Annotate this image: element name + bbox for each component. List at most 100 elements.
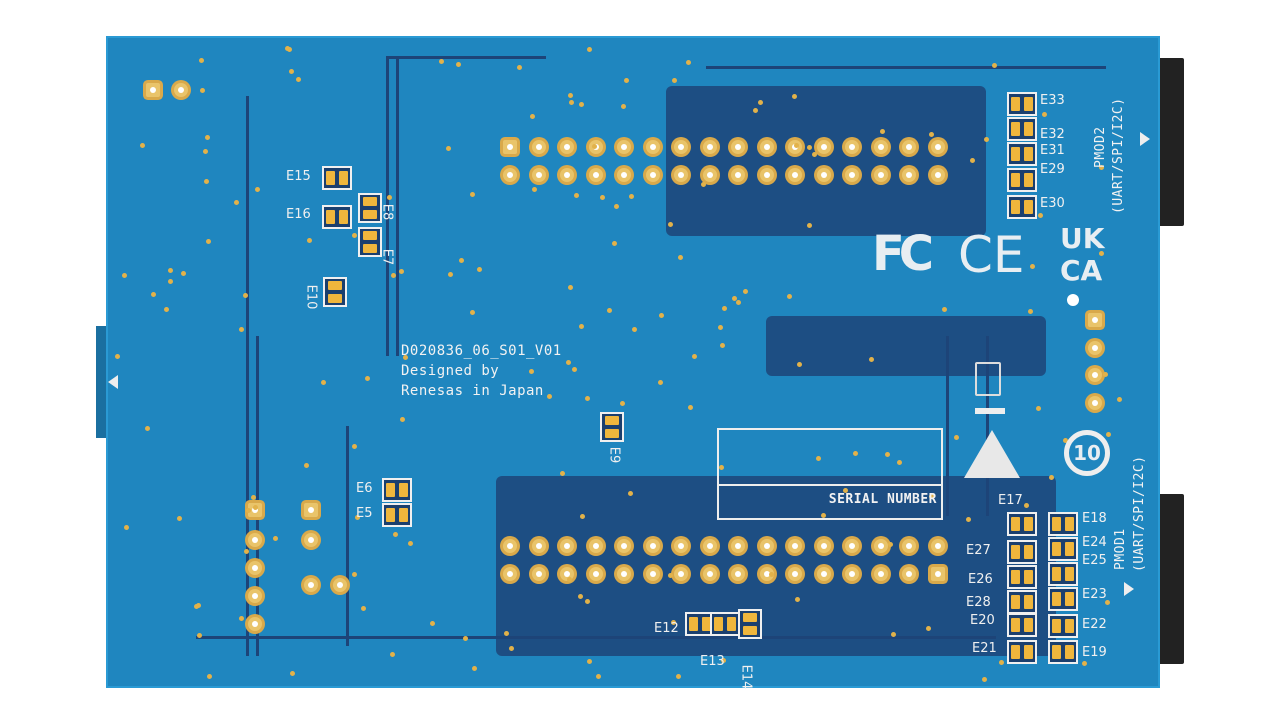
pin-hole [678,172,684,178]
via [1105,431,1111,437]
header-pin [702,140,717,154]
pin-hole [906,144,912,150]
header-pin [731,168,745,182]
via [821,513,827,519]
via [888,541,894,547]
via [925,625,931,631]
header-pin [304,578,318,592]
via [205,238,211,244]
solder-pad [363,231,377,240]
pin-hole [849,172,855,178]
via [928,494,934,500]
jumper-label: E33 [1040,93,1065,108]
via [1027,308,1033,314]
via [970,158,976,164]
trace [986,336,989,516]
via [566,359,572,365]
pin-hole [1092,345,1098,351]
via [546,394,552,400]
pin-hole [735,172,741,178]
solder-pad [386,508,395,522]
header-pin [645,567,660,581]
pin-hole [649,571,656,577]
solder-pad [1011,122,1020,136]
pin-hole [792,172,798,178]
via [757,99,763,105]
via [595,673,601,679]
via [1048,475,1054,481]
via [807,145,813,151]
jumper-e30 [1007,195,1037,219]
header-pin [645,140,660,154]
pin-hole [252,507,258,513]
via [194,604,200,610]
via [238,615,244,621]
pin-hole [877,543,884,549]
pin-hole [178,87,184,93]
via [530,114,536,120]
via [991,63,997,69]
ukca-logo-bottom: CA [1060,254,1103,287]
pin-hole [735,543,741,549]
solder-pad [1065,645,1074,659]
solder-pad [1052,592,1061,606]
header-pin [560,539,574,553]
designer-line-3: Renesas in Japan [401,383,544,399]
pin-hole [507,172,513,178]
jumper-e15 [322,166,352,190]
pin-hole [763,543,770,549]
pin-hole [877,571,884,577]
header-pin [788,168,802,182]
header-pin [617,567,631,581]
solder-pad [1024,618,1033,632]
via [462,635,468,641]
via [736,300,742,306]
ce-logo: CE [958,226,1025,284]
pin-hole [507,543,513,549]
header-pin [248,503,262,517]
via [290,670,296,676]
header-pin [588,539,603,553]
solder-pad [326,210,335,224]
solder-pad [1024,200,1033,214]
via [200,88,206,94]
via [455,62,461,68]
via [621,104,627,110]
jumper-e28 [1007,590,1037,614]
pin-hole [763,571,770,577]
via [571,366,577,372]
solder-pad [1065,619,1074,633]
via [304,462,310,468]
header-pin [930,539,945,553]
pin-hole [621,543,627,549]
header-pin [531,168,546,182]
trace [386,56,546,59]
pin-hole [849,543,855,549]
solder-pad [339,171,348,185]
trace [946,336,949,516]
via [233,199,239,205]
pcb-board [106,36,1160,688]
via [288,68,294,74]
via [1103,371,1109,377]
solder-pad [339,210,348,224]
header-pin [617,140,631,154]
via [287,46,293,52]
via [807,223,813,229]
solder-pad [1065,542,1074,556]
via [676,673,682,679]
via [164,306,170,312]
pmod2-connector [1158,58,1184,226]
header-pin [531,140,546,154]
via [250,495,256,501]
via [253,504,259,510]
header-pin [731,539,745,553]
via [167,268,173,274]
via [386,195,392,201]
via [732,296,738,302]
jumper-label: E16 [286,207,311,222]
via [202,148,208,154]
recycle-10-text: 10 [1073,441,1101,465]
via [1042,111,1048,117]
via [472,665,478,671]
